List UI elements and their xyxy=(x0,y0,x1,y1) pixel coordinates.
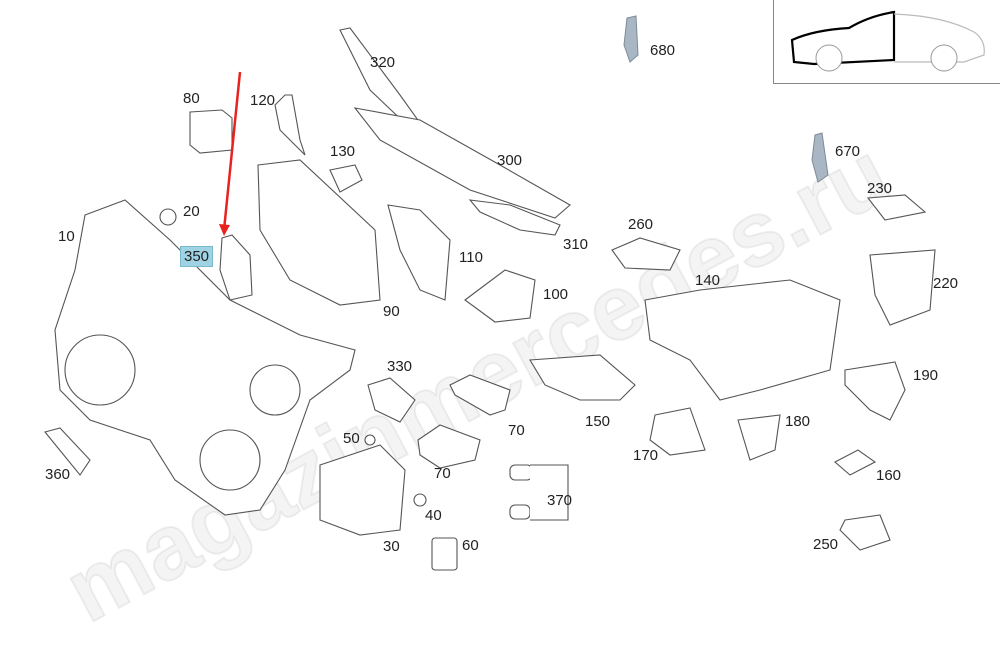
callout-670[interactable]: 670 xyxy=(835,143,861,160)
part-680 xyxy=(623,15,639,63)
part-330 xyxy=(367,377,416,423)
callout-170[interactable]: 170 xyxy=(633,447,659,464)
part-130 xyxy=(329,164,363,193)
part-70b xyxy=(417,424,481,469)
pointer-arrow-head xyxy=(219,224,230,236)
part-670 xyxy=(811,132,829,183)
callout-330[interactable]: 330 xyxy=(387,358,413,375)
part-60 xyxy=(431,537,458,571)
part-110 xyxy=(387,204,451,301)
callout-370[interactable]: 370 xyxy=(547,492,573,509)
callout-350-highlighted[interactable]: 350 xyxy=(180,246,214,267)
part-150 xyxy=(529,354,636,401)
callout-10[interactable]: 10 xyxy=(58,228,75,245)
callout-70-lower[interactable]: 70 xyxy=(434,465,451,482)
part-40 xyxy=(413,493,427,507)
part-190 xyxy=(844,361,906,421)
part-140 xyxy=(644,279,841,401)
part-370a xyxy=(509,464,533,481)
callout-90[interactable]: 90 xyxy=(383,303,400,320)
callout-220[interactable]: 220 xyxy=(933,275,959,292)
callout-130[interactable]: 130 xyxy=(330,143,356,160)
callout-310[interactable]: 310 xyxy=(563,236,589,253)
car-side-icon xyxy=(790,10,985,72)
callout-360[interactable]: 360 xyxy=(45,466,71,483)
part-260 xyxy=(611,237,681,271)
part-250 xyxy=(839,514,891,551)
callout-20[interactable]: 20 xyxy=(183,203,200,220)
part-300 xyxy=(353,107,571,219)
part-170 xyxy=(649,407,706,456)
callout-140[interactable]: 140 xyxy=(695,272,721,289)
callout-180[interactable]: 180 xyxy=(785,413,811,430)
callout-120[interactable]: 120 xyxy=(250,92,276,109)
part-230 xyxy=(866,194,927,221)
callout-160[interactable]: 160 xyxy=(876,467,902,484)
vehicle-thumbnail xyxy=(773,0,1000,84)
callout-190[interactable]: 190 xyxy=(913,367,939,384)
part-90 xyxy=(257,159,381,306)
part-50 xyxy=(364,434,376,446)
callout-110[interactable]: 110 xyxy=(459,249,483,266)
part-350 xyxy=(219,234,253,301)
part-80 xyxy=(189,109,233,154)
pointer-arrow xyxy=(222,71,242,231)
part-180 xyxy=(737,414,781,461)
part-220 xyxy=(869,249,936,326)
callout-250[interactable]: 250 xyxy=(813,536,839,553)
callout-50[interactable]: 50 xyxy=(343,430,360,447)
part-100 xyxy=(464,269,536,323)
callout-100[interactable]: 100 xyxy=(543,286,569,303)
callout-320[interactable]: 320 xyxy=(370,54,396,71)
callout-40[interactable]: 40 xyxy=(425,507,442,524)
part-20 xyxy=(159,208,177,226)
part-70a xyxy=(449,374,511,416)
callout-70-upper[interactable]: 70 xyxy=(508,422,525,439)
callout-230[interactable]: 230 xyxy=(867,180,893,197)
part-310 xyxy=(468,199,561,236)
part-10-bulkhead xyxy=(54,199,356,516)
callout-680[interactable]: 680 xyxy=(650,42,676,59)
callout-80[interactable]: 80 xyxy=(183,90,200,107)
callout-60[interactable]: 60 xyxy=(462,537,479,554)
part-370b xyxy=(509,504,531,520)
part-120 xyxy=(274,94,306,156)
callout-260[interactable]: 260 xyxy=(628,216,654,233)
callout-300[interactable]: 300 xyxy=(497,152,523,169)
callout-150[interactable]: 150 xyxy=(585,413,611,430)
part-360 xyxy=(44,427,91,476)
part-30 xyxy=(319,444,406,536)
part-160 xyxy=(834,449,877,476)
callout-30[interactable]: 30 xyxy=(383,538,400,555)
